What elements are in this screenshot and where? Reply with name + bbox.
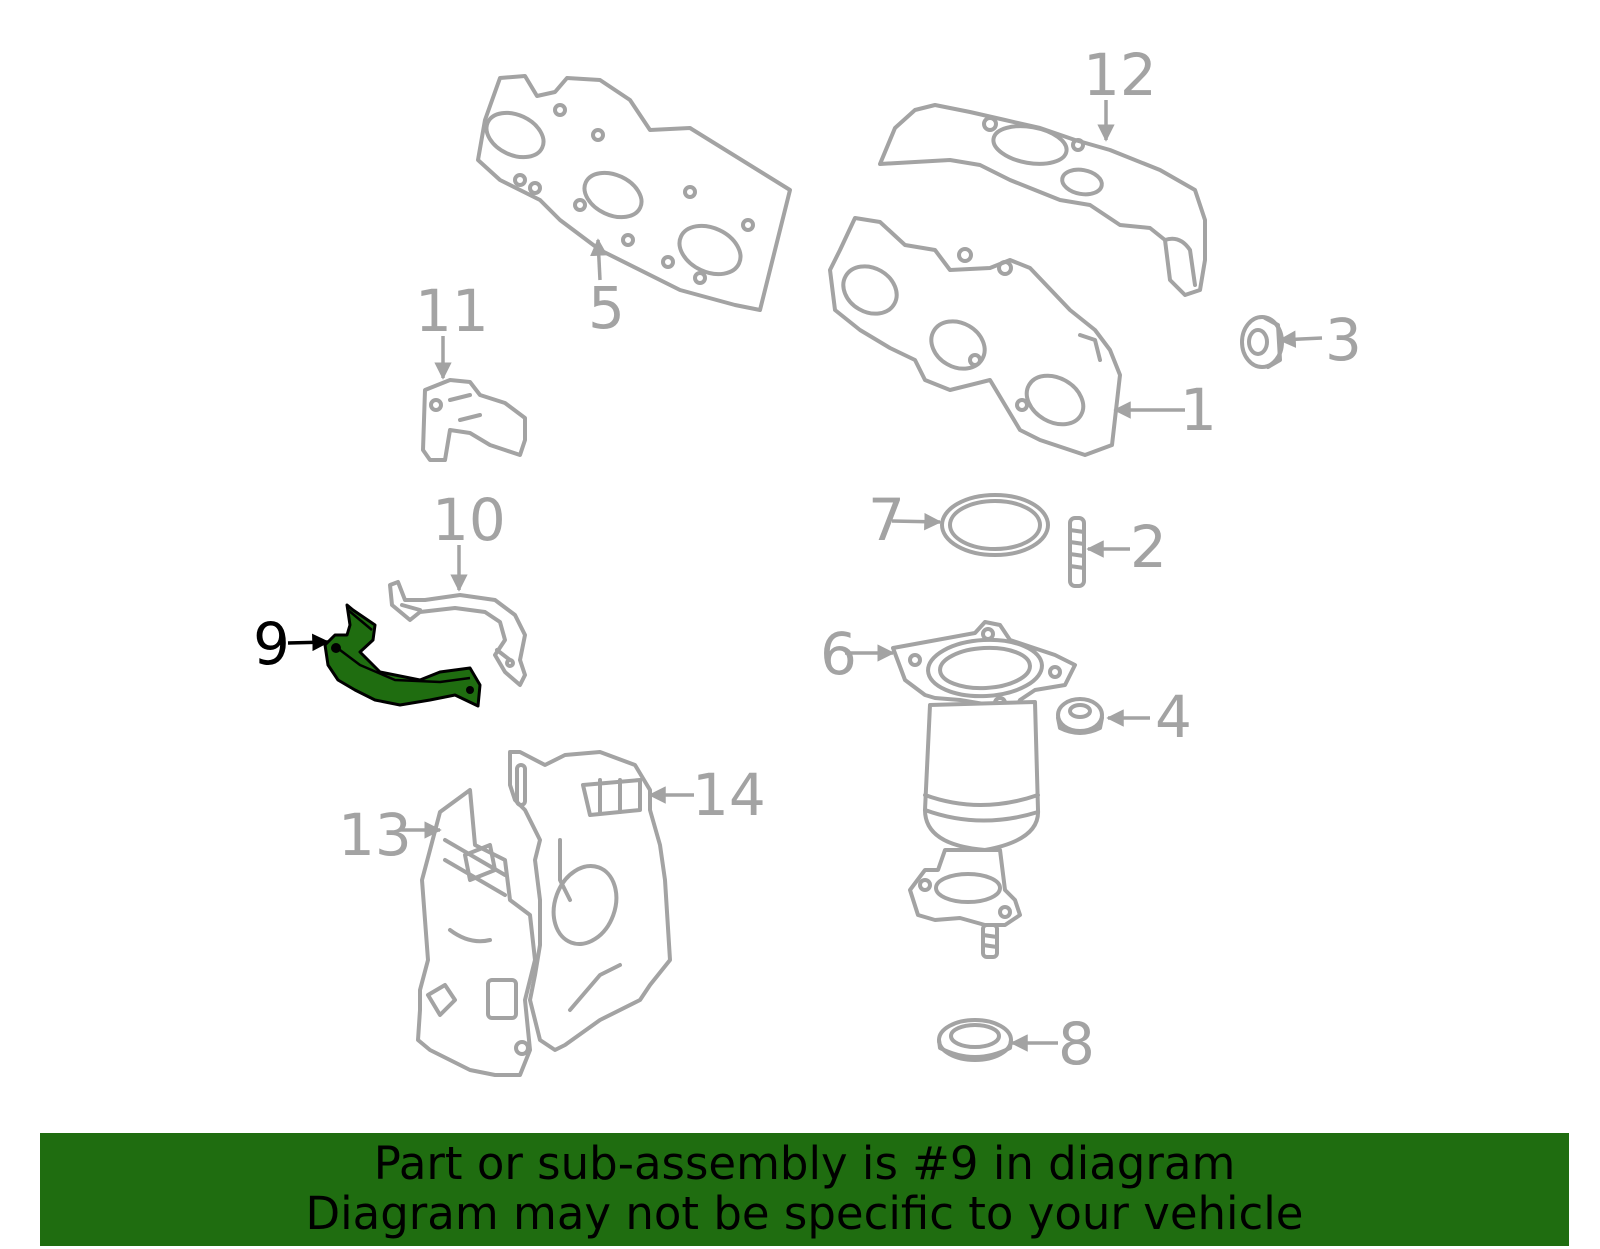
part-9-strap-highlighted[interactable]	[323, 603, 482, 708]
arrow-5	[590, 238, 608, 281]
callout-7: 7	[868, 486, 905, 554]
arrow-3	[1278, 330, 1323, 348]
callout-13: 13	[338, 801, 412, 869]
arrow-7	[891, 512, 942, 531]
banner-line-2: Diagram may not be specific to your vehi…	[305, 1187, 1304, 1240]
callout-2: 2	[1130, 513, 1167, 581]
part-5-manifold-gasket[interactable]	[476, 74, 792, 312]
callout-10: 10	[432, 486, 506, 554]
callout-12: 12	[1083, 41, 1157, 109]
part-14-heat-shield[interactable]	[508, 750, 672, 1052]
callout-1: 1	[1180, 376, 1217, 444]
part-11-bracket[interactable]	[421, 378, 527, 462]
callout-11: 11	[415, 277, 489, 345]
part-4-nut[interactable]	[1056, 697, 1104, 735]
part-10-strap[interactable]	[388, 580, 527, 687]
arrow-9	[287, 633, 330, 652]
callout-6: 6	[820, 620, 857, 688]
callout-8: 8	[1058, 1010, 1095, 1078]
banner-line-1: Part or sub-assembly is #9 in diagram	[373, 1137, 1236, 1190]
callout-3: 3	[1325, 306, 1362, 374]
part-6-catalytic-converter[interactable]	[891, 620, 1077, 959]
callout-14: 14	[692, 761, 766, 829]
part-7-gasket[interactable]	[940, 493, 1050, 557]
callout-9: 9	[253, 610, 290, 678]
part-13-heat-shield[interactable]	[416, 788, 537, 1077]
part-8-gasket[interactable]	[937, 1018, 1013, 1062]
info-banner: Part or sub-assembly is #9 in diagram Di…	[40, 1133, 1569, 1246]
part-12-heat-shield[interactable]	[878, 103, 1207, 297]
part-2-stud[interactable]	[1068, 516, 1086, 588]
callout-4: 4	[1155, 683, 1192, 751]
part-1-exhaust-manifold[interactable]	[828, 216, 1122, 457]
callout-5: 5	[588, 274, 625, 342]
part-3-nut[interactable]	[1240, 315, 1284, 369]
